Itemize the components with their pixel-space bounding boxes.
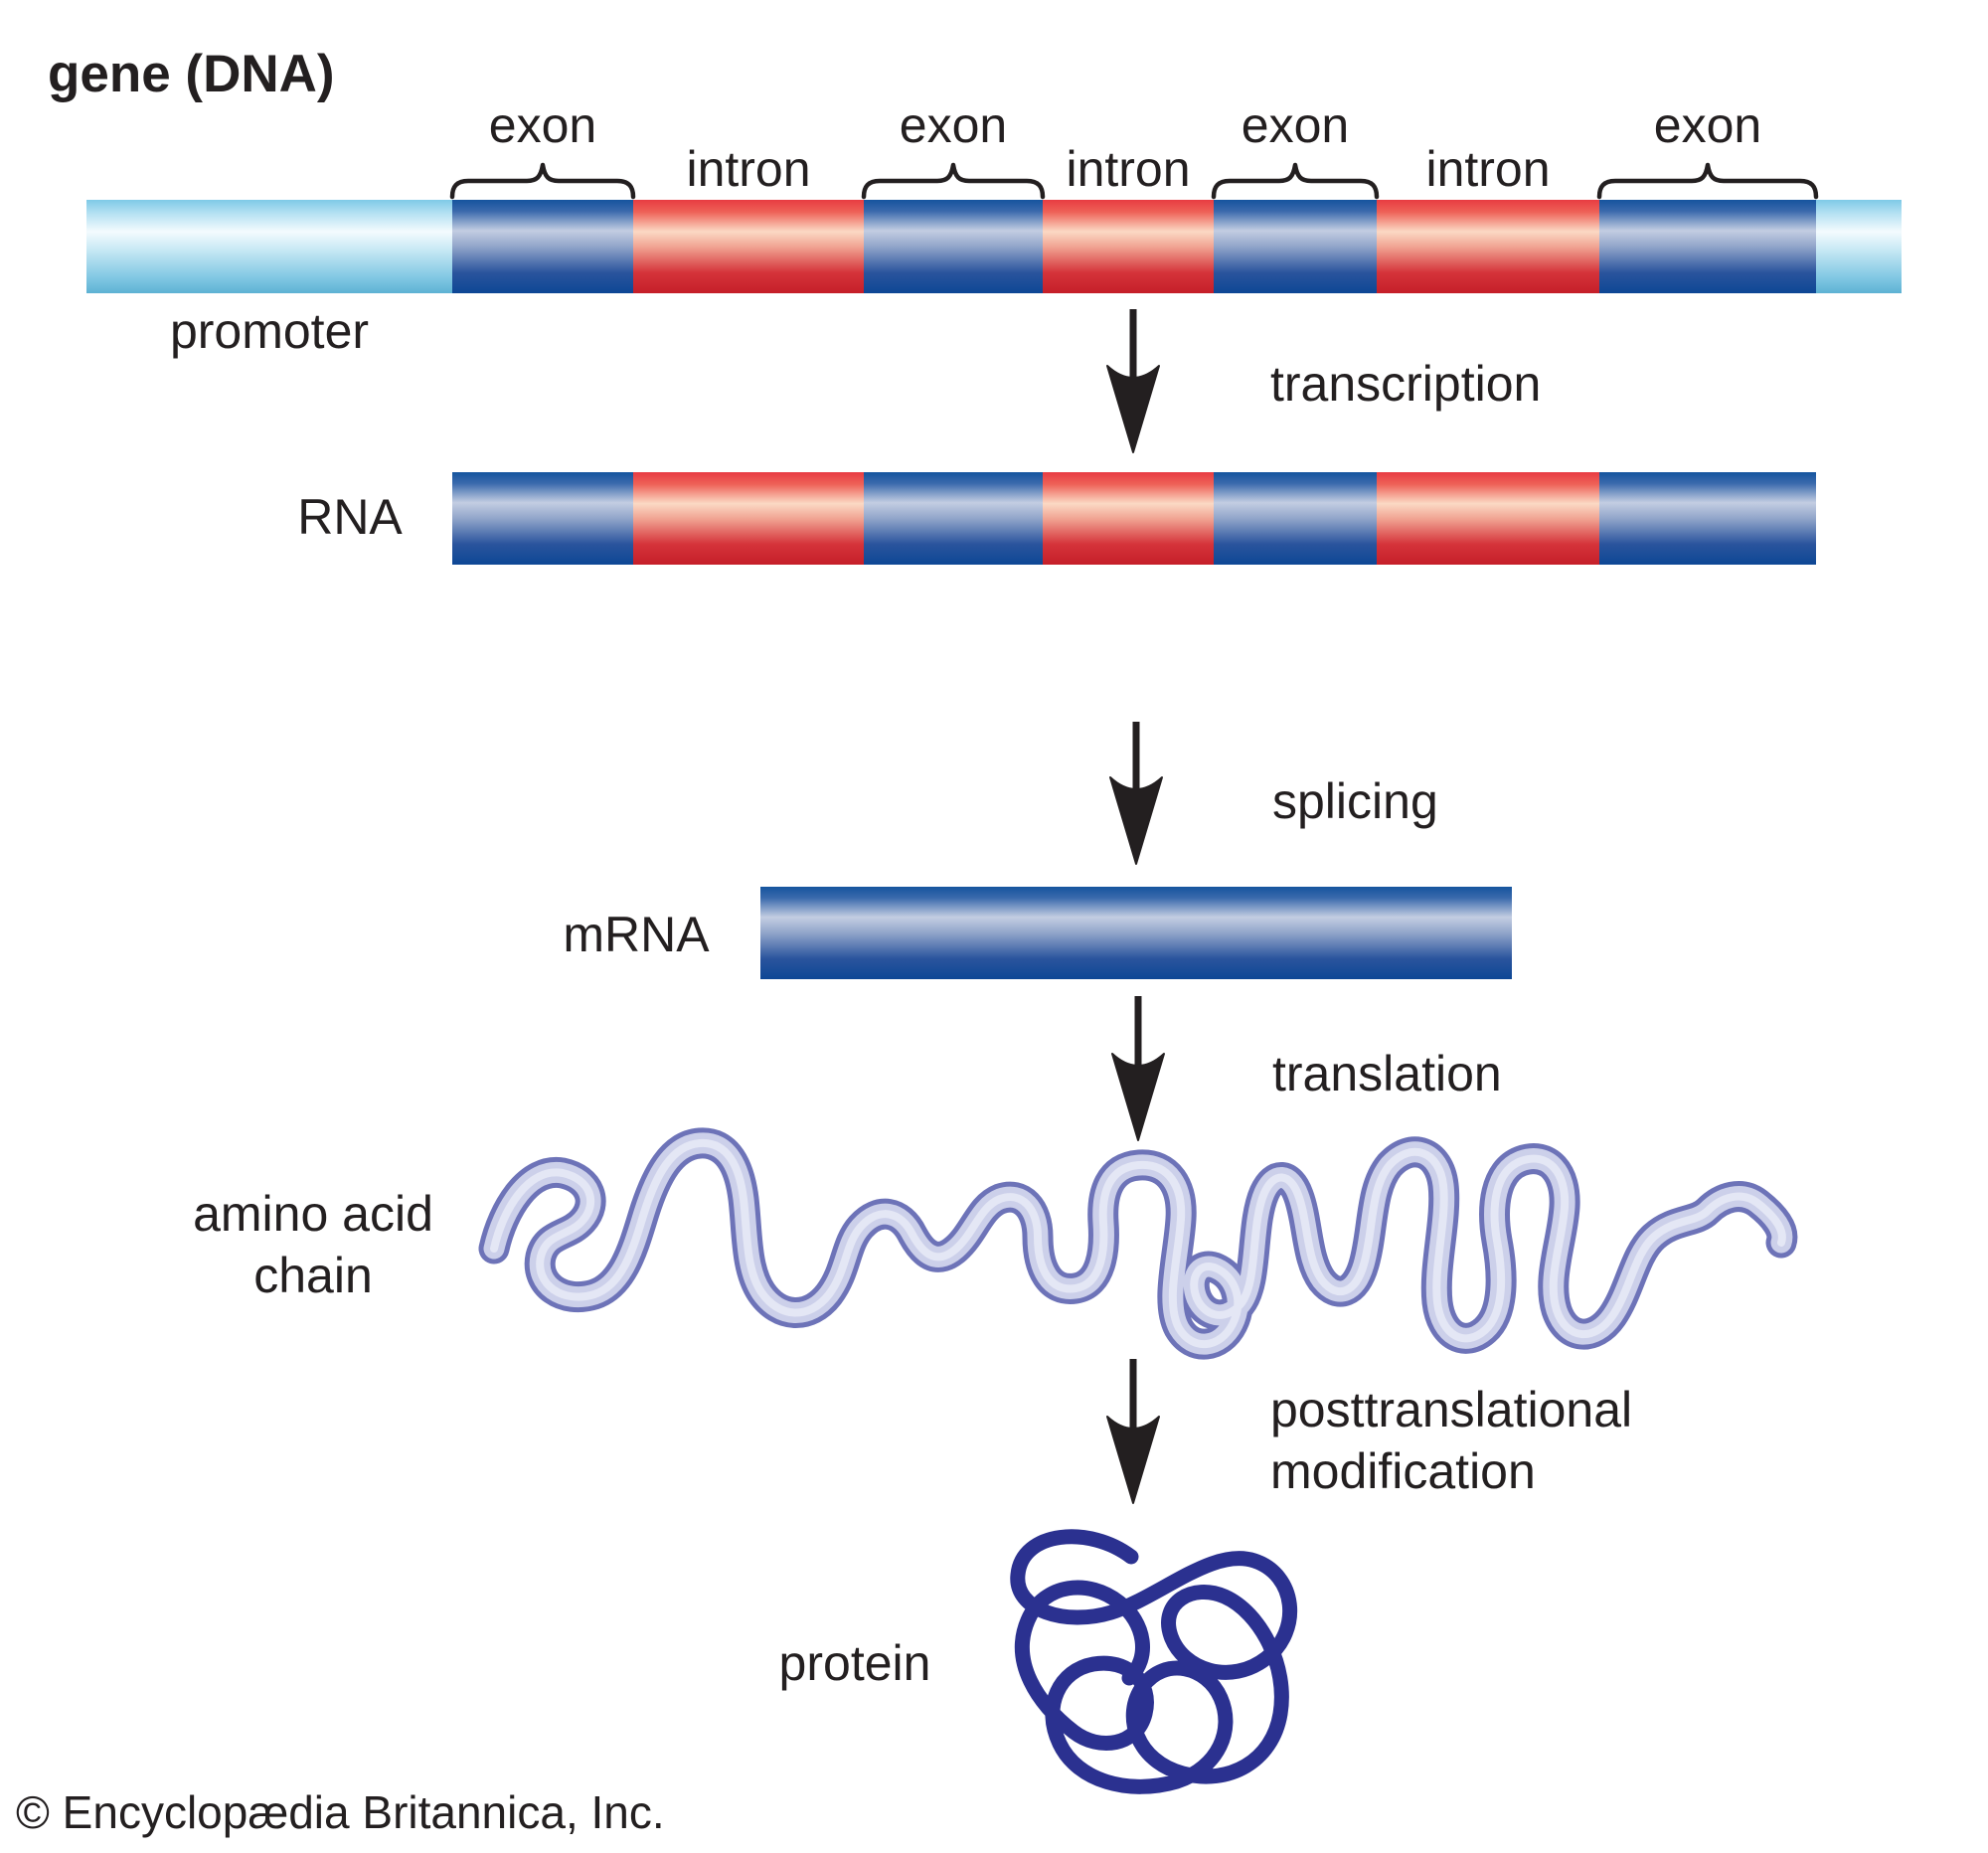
protein-label: protein — [778, 1635, 931, 1691]
splicing-label: splicing — [1272, 773, 1438, 829]
translation-arrow — [1111, 996, 1165, 1141]
splicing-arrow — [1109, 722, 1163, 865]
exon-segment — [864, 200, 1043, 293]
intron-segment — [1043, 472, 1214, 565]
exon-brace — [449, 162, 636, 200]
rna-label: RNA — [297, 489, 403, 545]
promoter-segment — [86, 200, 452, 293]
amino-acid-chain-label: amino acid chain — [193, 1186, 433, 1303]
rna-bar — [452, 472, 1816, 565]
exon-segment — [864, 472, 1043, 565]
intron-segment — [633, 200, 864, 293]
dna-bar — [86, 200, 1902, 293]
posttranslational-modification-arrow — [1106, 1359, 1160, 1504]
flank-segment — [1816, 200, 1902, 293]
promoter-label: promoter — [169, 303, 370, 359]
exon-segment — [1214, 472, 1377, 565]
exon-brace — [1596, 162, 1819, 200]
intron-label: intron — [1066, 141, 1191, 197]
intron-segment — [1377, 472, 1599, 565]
protein-tangle — [1010, 1529, 1298, 1794]
exon-label: exon — [1241, 97, 1350, 153]
intron-label: intron — [686, 141, 811, 197]
exon-segment — [1599, 472, 1816, 565]
intron-segment — [1043, 200, 1214, 293]
transcription-arrow — [1106, 309, 1160, 453]
exon-label: exon — [899, 97, 1008, 153]
exon-label: exon — [488, 97, 597, 153]
exon-brace — [1211, 162, 1380, 200]
amino-acid-chain — [494, 1143, 1782, 1344]
exon-label: exon — [1653, 97, 1762, 153]
exon-segment — [452, 200, 633, 293]
exon-segment — [1599, 200, 1816, 293]
page-title: gene (DNA) — [48, 45, 335, 103]
mrna-label: mRNA — [563, 907, 710, 962]
exon-segment — [452, 472, 633, 565]
translation-label: translation — [1272, 1046, 1502, 1101]
intron-segment — [633, 472, 864, 565]
exon-segment — [1214, 200, 1377, 293]
copyright-notice: © Encyclopædia Britannica, Inc. — [16, 1786, 665, 1838]
intron-segment — [1377, 200, 1599, 293]
mrna-bar — [760, 887, 1512, 979]
exon-brace — [861, 162, 1046, 200]
transcription-label: transcription — [1270, 356, 1542, 412]
intron-label: intron — [1425, 141, 1551, 197]
posttranslational-modification-label: posttranslational modification — [1270, 1382, 1633, 1499]
